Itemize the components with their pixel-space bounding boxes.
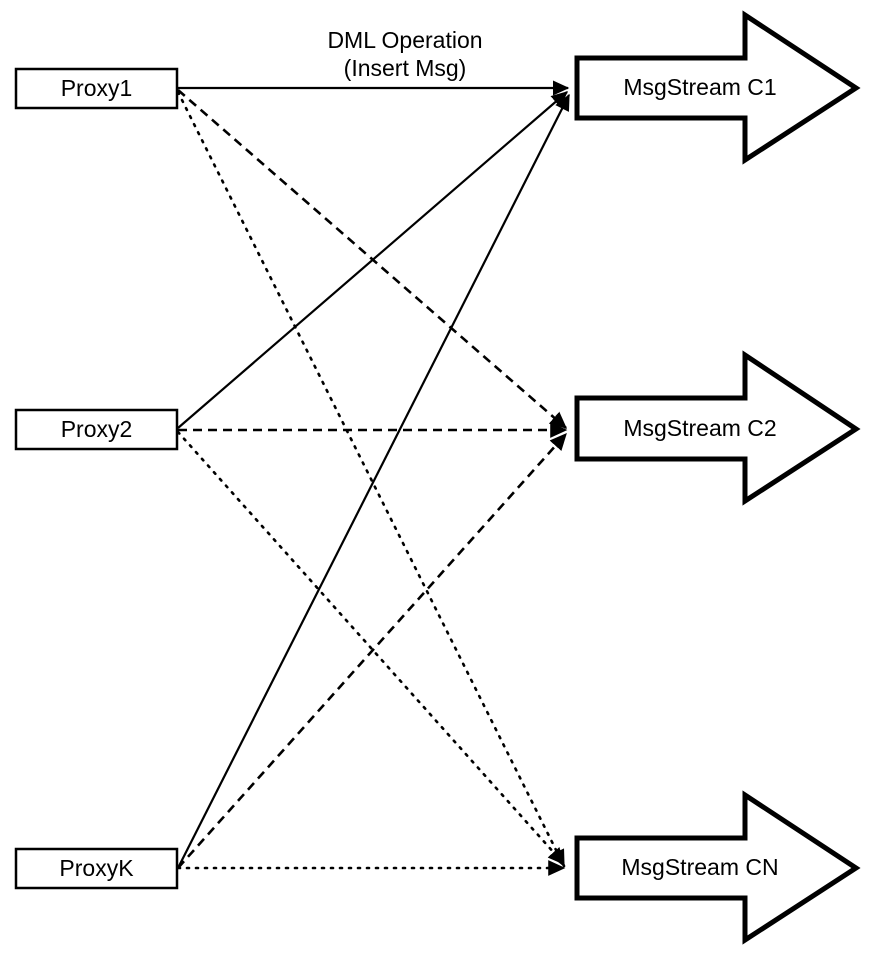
proxy2-box[interactable] [14, 408, 179, 451]
edge-group-proxyk [176, 93, 570, 876]
edge-group-proxy1 [176, 80, 570, 868]
proxyk-box[interactable] [14, 847, 179, 890]
proxy1-label: Proxy1 [61, 75, 133, 101]
proxy2-label: Proxy2 [61, 416, 133, 442]
edge-proxy2-to-stream-cn [176, 430, 566, 866]
stream-cn-arrow-shape[interactable] [574, 790, 861, 945]
stream-c1-arrow-shape[interactable] [574, 10, 861, 165]
edge-proxy1-to-stream-cn [176, 90, 566, 868]
proxyk-label: ProxyK [59, 855, 134, 881]
edge-proxy2-to-stream-c1 [177, 91, 568, 429]
stream-c2-arrow-shape[interactable] [574, 350, 861, 506]
edge-proxyk-to-stream-c1 [177, 93, 570, 869]
dml-operation-caption: DML Operation (Insert Msg) [327, 27, 482, 81]
caption-line-2: (Insert Msg) [344, 55, 467, 81]
stream-node-c1[interactable]: MsgStream C1 [574, 10, 861, 165]
proxy1-box[interactable] [14, 67, 179, 110]
proxy-node-proxy1[interactable]: Proxy1 [14, 67, 179, 110]
edge-proxyk-to-stream-c2 [177, 432, 567, 869]
stream-cn-label: MsgStream CN [621, 854, 778, 880]
proxy-node-proxyk[interactable]: ProxyK [14, 847, 179, 890]
stream-c2-label: MsgStream C2 [623, 415, 776, 441]
caption-line-1: DML Operation [327, 27, 482, 53]
proxy-node-proxy2[interactable]: Proxy2 [14, 408, 179, 451]
stream-node-cn[interactable]: MsgStream CN [574, 790, 861, 945]
stream-c1-label: MsgStream C1 [623, 74, 776, 100]
stream-node-c2[interactable]: MsgStream C2 [574, 350, 861, 506]
edge-group-proxy2 [176, 91, 568, 866]
